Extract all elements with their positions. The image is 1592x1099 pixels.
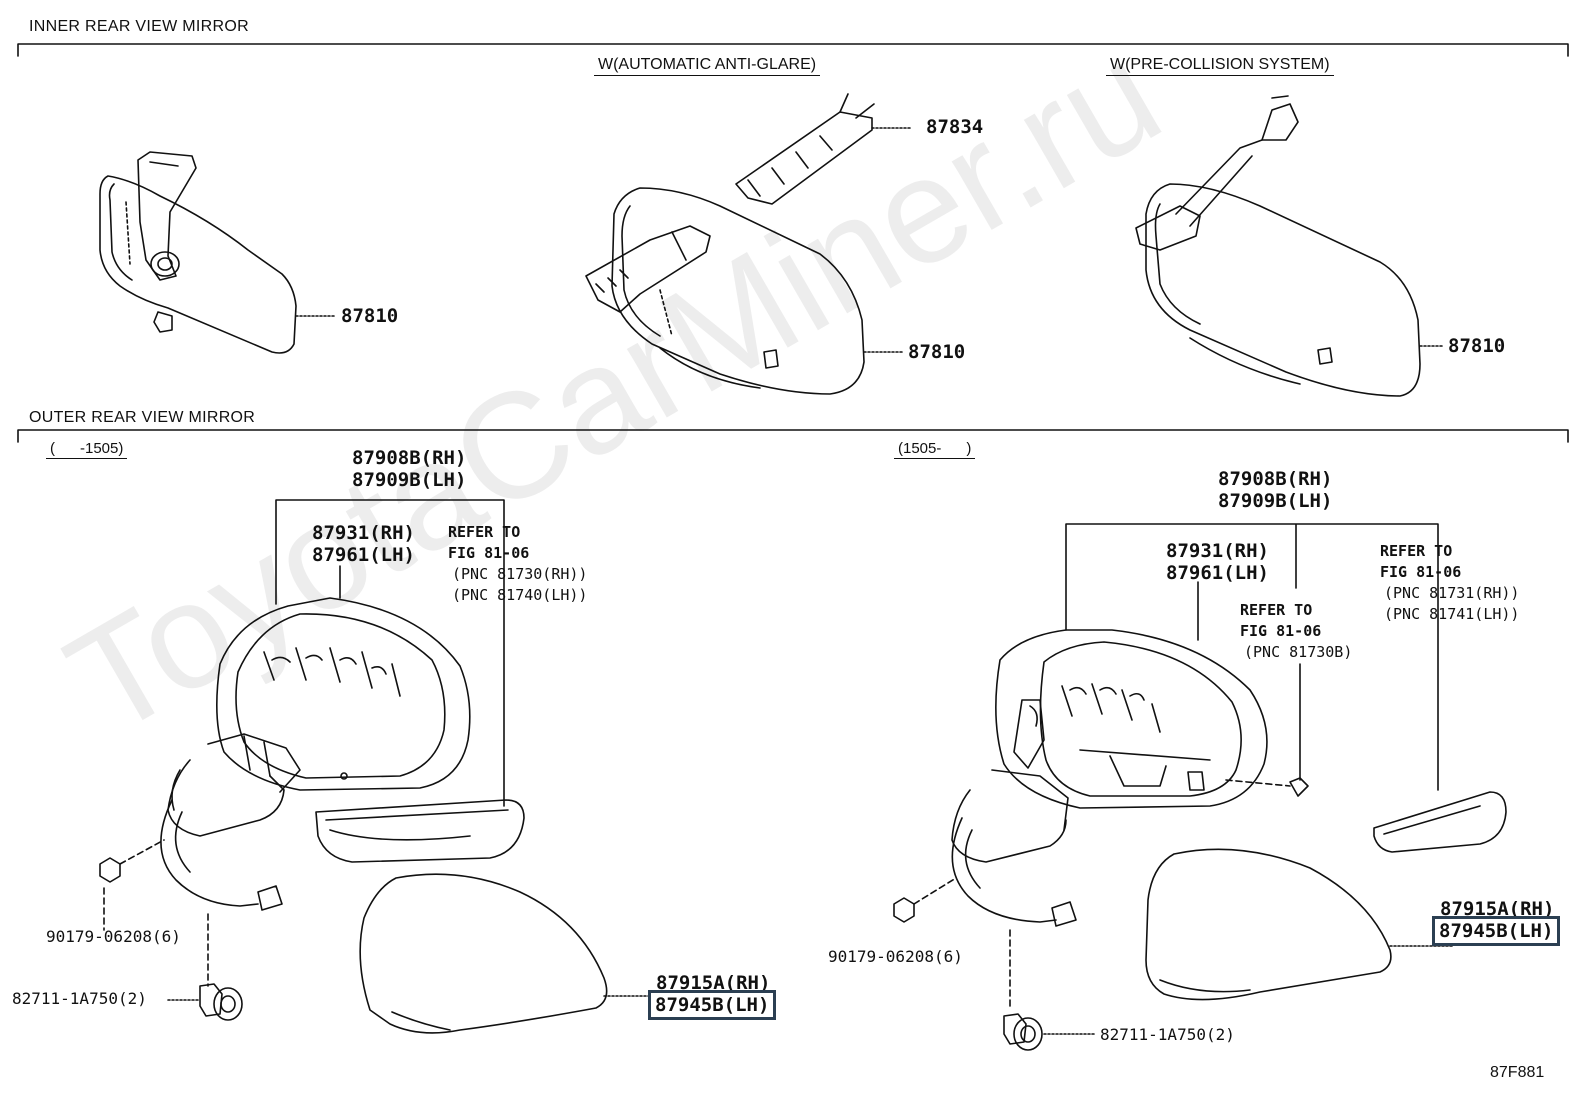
part-number-87810-basic: 87810 [341, 305, 399, 327]
figure-code: 87F881 [1490, 1064, 1545, 1081]
right-refer-a-line3: (PNC 81730B) [1244, 643, 1353, 661]
variant-left-range: ( -1505) [46, 440, 128, 459]
inner-mirror-basic [99, 151, 297, 354]
right-sub-rh: 87931(RH) [1166, 540, 1269, 562]
left-refer-line3: (PNC 81730(RH)) [452, 565, 588, 583]
right-sub-lh: 87961(LH) [1166, 562, 1269, 584]
left-sub-rh: 87931(RH) [312, 522, 415, 544]
outer-right-clip [1003, 1013, 1043, 1051]
outer-left-nut [99, 839, 165, 931]
right-assy-rh: 87908B(RH) [1218, 468, 1333, 490]
inner-section-frame [17, 43, 1569, 57]
outer-left-turn-lamp [315, 799, 525, 863]
variant-pre-collision: W(PRE-COLLISION SYSTEM) [1106, 56, 1334, 76]
inner-cover-87834 [735, 93, 875, 205]
right-clip-part: 82711-1A750(2) [1100, 1025, 1235, 1044]
outer-right-mirror-assy [951, 629, 1268, 927]
left-cover-rh: 87915A(RH) [656, 972, 771, 994]
variant-right-range: (1505- ) [894, 440, 976, 459]
outer-left-mirror-assy [160, 597, 471, 911]
right-assy-lh: 87909B(LH) [1218, 490, 1333, 512]
part-number-87810-precollision: 87810 [1448, 335, 1506, 357]
right-refer-b-line4: (PNC 81741(LH)) [1384, 605, 1520, 623]
right-refer-a-line1: REFER TO [1240, 601, 1313, 619]
left-assy-lh: 87909B(LH) [352, 469, 467, 491]
part-number-87810-antiglare: 87810 [908, 341, 966, 363]
left-refer-line2: FIG 81-06 [448, 544, 530, 562]
variant-auto-antiglare: W(AUTOMATIC ANTI-GLARE) [594, 56, 821, 76]
right-refer-b-line3: (PNC 81731(RH)) [1384, 584, 1520, 602]
inner-mirror-antiglare [585, 187, 865, 395]
outer-section-frame [17, 429, 1569, 443]
left-sub-lh: 87961(LH) [312, 544, 415, 566]
right-nut-part: 90179-06208(6) [828, 947, 963, 966]
left-nut-part: 90179-06208(6) [46, 927, 181, 946]
right-refer-b-line2: FIG 81-06 [1380, 563, 1462, 581]
left-refer-line1: REFER TO [448, 523, 521, 541]
left-refer-line4: (PNC 81740(LH)) [452, 586, 588, 604]
outer-left-cover [359, 873, 608, 1034]
outer-right-turn-lamp [1373, 791, 1507, 853]
right-cover-lh-highlight: 87945B(LH) [1432, 916, 1561, 946]
outer-right-nut [893, 877, 957, 923]
part-number-87834: 87834 [926, 116, 984, 138]
inner-section-title: INNER REAR VIEW MIRROR [29, 18, 249, 35]
left-cover-lh-highlight: 87945B(LH) [648, 990, 777, 1020]
outer-right-cover [1145, 848, 1392, 1001]
outer-section-title: OUTER REAR VIEW MIRROR [29, 409, 256, 426]
outer-left-clip [199, 983, 243, 1021]
right-refer-a-line2: FIG 81-06 [1240, 622, 1322, 640]
right-refer-b-line1: REFER TO [1380, 542, 1453, 560]
inner-mirror-precollision [1135, 95, 1421, 397]
right-cover-rh: 87915A(RH) [1440, 898, 1555, 920]
left-assy-rh: 87908B(RH) [352, 447, 467, 469]
left-clip-part: 82711-1A750(2) [12, 989, 147, 1008]
